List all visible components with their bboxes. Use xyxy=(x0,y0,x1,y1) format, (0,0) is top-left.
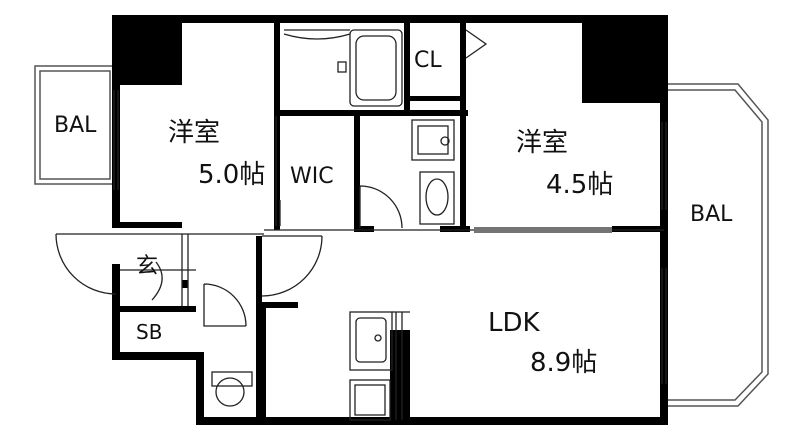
balcony-left-label: BAL xyxy=(54,113,97,138)
western-room-left-size: 5.0帖 xyxy=(198,160,266,190)
ldk-size: 8.9帖 xyxy=(530,348,598,378)
balcony-right-label: BAL xyxy=(690,202,733,227)
western-room-right-size: 4.5帖 xyxy=(546,170,614,200)
walls xyxy=(112,15,668,425)
closet-label: CL xyxy=(414,48,442,73)
ldk-label: LDK xyxy=(488,308,540,338)
entrance-label: 玄 xyxy=(136,254,159,279)
wic-label: WIC xyxy=(290,164,334,189)
western-room-right-label: 洋室 xyxy=(516,128,569,158)
balcony-right xyxy=(668,83,769,407)
shoe-box-label: SB xyxy=(136,320,163,344)
fixtures xyxy=(55,29,667,421)
western-room-left-label: 洋室 xyxy=(168,118,221,148)
